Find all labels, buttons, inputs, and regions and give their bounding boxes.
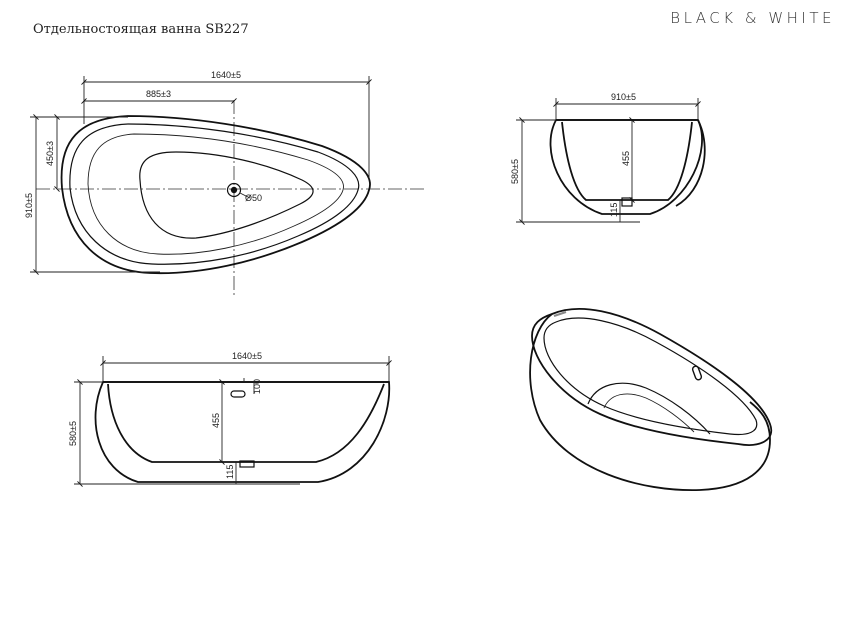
drain-outer-ring: [226, 182, 242, 198]
drawing-title: Отдельностоящая ванна SB227: [33, 22, 249, 37]
tub-basin: [139, 151, 314, 239]
side-shell: [549, 119, 703, 215]
drain-diameter-label: Ø50: [245, 193, 262, 203]
front-view: 1640±5 100 455 115 580±5: [68, 351, 392, 487]
perspective-view: [529, 307, 773, 491]
overflow-icon: [230, 390, 246, 398]
tub-outer-rim: [60, 115, 371, 275]
side-gap-label: 115: [609, 203, 619, 217]
brand-logo: BLACK & WHITE: [670, 9, 835, 27]
front-depth-label: 455: [211, 413, 221, 428]
perspective-rim-inner: [543, 317, 758, 436]
perspective-rim-highlight: [553, 311, 567, 317]
front-shell: [94, 381, 391, 483]
tub-rim-edge: [87, 133, 344, 255]
front-height-label: 580±5: [68, 421, 78, 446]
side-view: 910±5 455 115 580±5: [510, 92, 706, 225]
perspective-basin-floor: [587, 382, 711, 435]
side-depth-label: 455: [621, 151, 631, 166]
top-width-label: 910±5: [24, 193, 34, 218]
side-height-label: 580±5: [510, 159, 520, 184]
tub-rim-inner: [69, 123, 360, 265]
front-drain-fitting: [239, 460, 255, 468]
perspective-shell: [529, 313, 771, 491]
top-view: Ø50 1640±5 885±3 910±5 450±3: [24, 70, 425, 296]
perspective-overflow-icon: [691, 365, 703, 381]
side-basin: [561, 121, 693, 201]
perspective-rim-outer: [531, 307, 773, 446]
front-length-label: 1640±5: [232, 351, 262, 361]
perspective-basin-floor-inner: [603, 393, 695, 433]
front-gap-label: 115: [225, 465, 235, 479]
side-width-label: 910±5: [611, 92, 636, 102]
drain-offset-label: 885±3: [146, 89, 171, 99]
drain-icon: [230, 186, 238, 194]
side-shell-right-wall: [675, 119, 706, 207]
top-length-label: 1640±5: [211, 70, 241, 80]
drain-from-edge-label: 450±3: [45, 141, 55, 166]
drain-leader: [239, 192, 251, 199]
overflow-offset-label: 100: [252, 379, 262, 394]
front-basin: [107, 383, 385, 463]
